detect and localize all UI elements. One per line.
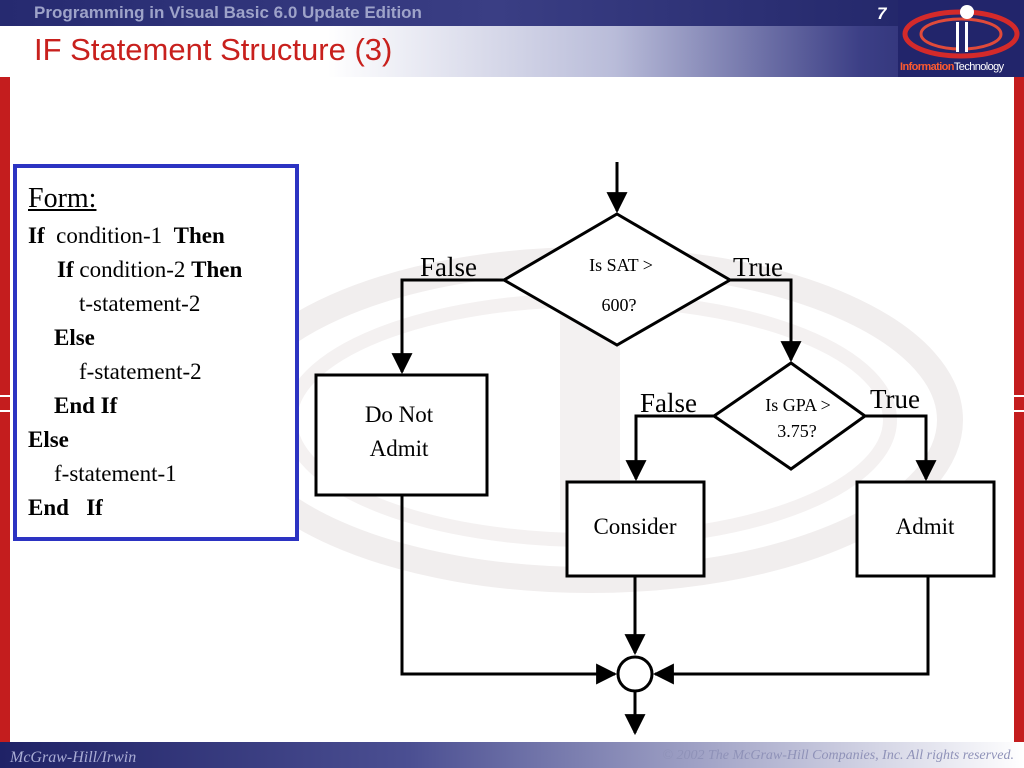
admit-label: Admit bbox=[896, 514, 955, 539]
rail-tick bbox=[0, 410, 10, 412]
keyword: If bbox=[57, 257, 74, 282]
left-rail bbox=[0, 77, 10, 745]
false-2-label: False bbox=[640, 388, 697, 418]
code-line-if-2: If condition-2 Then bbox=[57, 257, 242, 283]
logo-word-technology: Technology bbox=[953, 61, 1004, 73]
do-not-admit-line-2: Admit bbox=[370, 436, 429, 461]
decision-gpa-line-1: Is GPA > bbox=[765, 395, 831, 415]
code-line-f-statement-2: f-statement-2 bbox=[79, 359, 202, 384]
decision-sat-diamond bbox=[501, 212, 733, 347]
rail-tick bbox=[1014, 395, 1024, 397]
merge-node bbox=[616, 655, 654, 693]
consider-box bbox=[565, 480, 706, 578]
admit-box bbox=[855, 480, 996, 578]
code-text: condition-2 bbox=[79, 257, 186, 282]
false-1-label: False bbox=[420, 252, 477, 282]
keyword: Then bbox=[173, 223, 225, 248]
logo-word-information: Information bbox=[900, 61, 955, 73]
code-line-end-if-inner: End If bbox=[54, 393, 118, 418]
true-1-label: True bbox=[733, 252, 783, 282]
do-not-admit-box bbox=[314, 373, 489, 497]
do-not-admit-line-1: Do Not bbox=[365, 402, 434, 427]
code-line-f-statement-1: f-statement-1 bbox=[54, 461, 177, 486]
true-1-connector bbox=[730, 278, 802, 363]
decision-sat-line-2: 600? bbox=[602, 295, 637, 315]
code-text: condition-1 bbox=[56, 223, 163, 248]
code-line-t-statement-2: t-statement-2 bbox=[79, 291, 201, 316]
true-2-connector bbox=[865, 414, 937, 482]
page-number: 7 bbox=[877, 4, 887, 23]
code-line-else-outer: Else bbox=[28, 427, 69, 452]
logo-i-icon bbox=[902, 5, 1020, 59]
course-title: Programming in Visual Basic 6.0 Update E… bbox=[34, 3, 422, 22]
consider-label: Consider bbox=[593, 514, 676, 539]
true-2-label: True bbox=[870, 384, 920, 414]
right-rail bbox=[1014, 77, 1024, 745]
footer-bar bbox=[0, 742, 1024, 768]
rail-tick bbox=[0, 395, 10, 397]
decision-gpa-diamond bbox=[711, 361, 868, 471]
code-line-end-if-outer: End If bbox=[28, 495, 103, 521]
header-strip bbox=[0, 0, 900, 26]
slide-title: IF Statement Structure (3) bbox=[34, 32, 393, 67]
decision-sat-line-1: Is SAT > bbox=[589, 255, 653, 275]
information-technology-logo: InformationTechnology bbox=[898, 0, 1024, 77]
code-line-else-inner: Else bbox=[54, 325, 95, 350]
logo-text: InformationTechnology bbox=[900, 61, 1004, 73]
footer-publisher: McGraw-Hill/Irwin bbox=[10, 749, 137, 766]
false-1-connector bbox=[391, 278, 504, 375]
keyword: If bbox=[86, 495, 103, 520]
code-line-if-1: If condition-1 Then bbox=[28, 223, 225, 249]
keyword: End bbox=[28, 495, 69, 520]
footer-copyright: © 2002 The McGraw-Hill Companies, Inc. A… bbox=[662, 748, 1014, 763]
keyword: Then bbox=[191, 257, 243, 282]
rail-tick bbox=[1014, 410, 1024, 412]
keyword: If bbox=[28, 223, 45, 248]
admit-to-merge-connector bbox=[652, 576, 930, 685]
do-not-admit-to-merge-connector bbox=[400, 495, 618, 685]
decision-gpa-line-2: 3.75? bbox=[777, 421, 817, 441]
false-2-connector bbox=[625, 414, 714, 482]
form-syntax-box: Form: If condition-1 Then If condition-2… bbox=[13, 164, 299, 541]
form-heading: Form: bbox=[28, 183, 97, 214]
